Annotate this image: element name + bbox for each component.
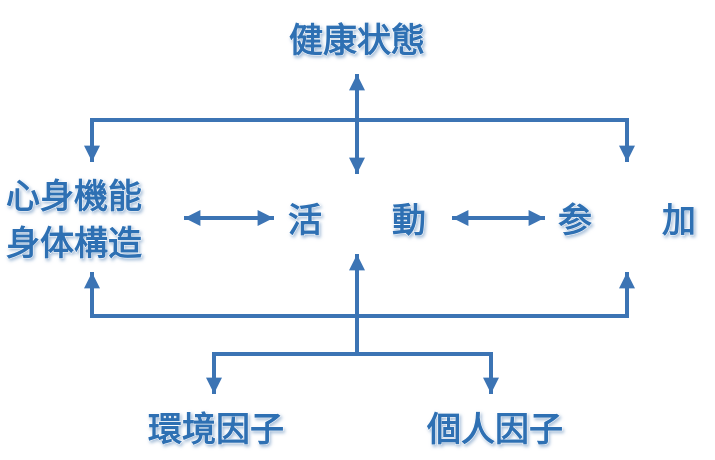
node-environmental-factors: 環境因子 [148, 410, 284, 450]
top-connector-bar [84, 118, 635, 162]
node-activity-char-2: 動 [392, 201, 426, 241]
node-body-structures: 身体構造 [6, 224, 142, 264]
node-participation-char-2: 加 [662, 201, 696, 241]
node-activity-char-1: 活 [288, 201, 322, 241]
context-factors-bracket [206, 352, 499, 394]
bottom-connector-bar [84, 272, 635, 318]
node-participation-char-1: 参 [558, 201, 592, 241]
node-body-functions: 心身機能 [6, 177, 142, 217]
node-personal-factors: 個人因子 [426, 410, 563, 450]
node-health-condition: 健康状態 [289, 21, 425, 61]
